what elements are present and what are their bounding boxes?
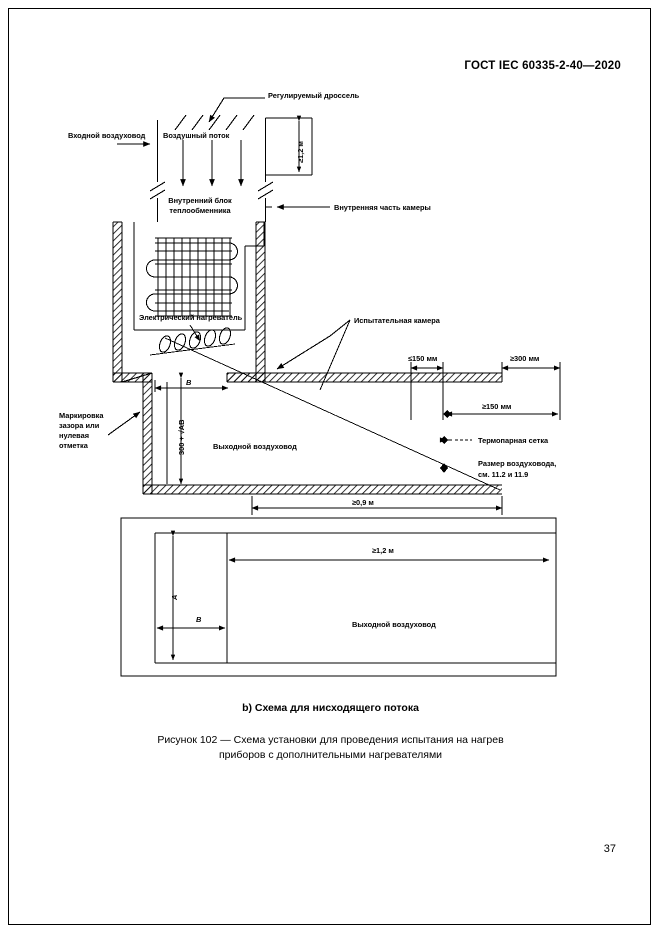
dimension-max-150mm: ≤150 мм xyxy=(408,354,438,363)
figure-caption: Рисунок 102 — Схема установки для провед… xyxy=(80,733,581,763)
figure-subtitle: b) Схема для нисходящего потока xyxy=(242,702,419,714)
label-gap-marking-line2: зазора или xyxy=(59,421,100,430)
dimension-min-150mm: ≥150 мм xyxy=(482,402,512,411)
label-air-flow: Воздушный поток xyxy=(163,131,230,140)
label-duct-size-line2: см. 11.2 и 11.9 xyxy=(478,470,529,479)
figure-caption-line1: Рисунок 102 — Схема установки для провед… xyxy=(157,734,504,746)
dimension-a-lower: А xyxy=(170,594,179,600)
label-electric-heater: Электрический нагреватель xyxy=(139,313,243,322)
label-gap-marking-line3: нулевая xyxy=(59,431,90,440)
label-outlet-duct: Выходной воздуховод xyxy=(213,442,297,451)
figure-caption-line2: приборов с дополнительными нагревателями xyxy=(218,749,443,761)
label-chamber-inner-part: Внутренняя часть камеры xyxy=(334,203,431,212)
label-test-chamber: Испытательная камера xyxy=(354,316,440,325)
page-number: 37 xyxy=(603,843,616,855)
dimension-min-0-9m: ≥0,9 м xyxy=(352,498,374,507)
dimension-300-plus-sqrt-ab: 300 + √AB xyxy=(177,419,186,456)
label-indoor-unit-line1: Внутренний блок xyxy=(168,196,232,205)
dimension-height-1-2m: ≥1,2 м xyxy=(296,141,305,163)
dimension-b-lower: В xyxy=(196,615,202,624)
label-inlet-duct: Входной воздуховод xyxy=(68,131,146,140)
label-thermocouple-grid: Термопарная сетка xyxy=(478,436,549,445)
dimension-min-1-2m: ≥1,2 м xyxy=(372,546,394,555)
label-outlet-duct-bottom: Выходной воздуховод xyxy=(352,620,436,629)
standard-header: ГОСТ IEC 60335-2-40—2020 xyxy=(464,60,621,72)
label-adjustable-damper: Регулируемый дроссель xyxy=(268,91,360,100)
dimension-min-300mm: ≥300 мм xyxy=(510,354,540,363)
label-gap-marking-line1: Маркировка xyxy=(59,411,104,420)
label-indoor-unit-line2: теплообменника xyxy=(169,206,231,215)
label-duct-size-line1: Размер воздуховода, xyxy=(478,459,557,468)
label-gap-marking-line4: отметка xyxy=(59,441,88,450)
dimension-b-upper: В xyxy=(186,378,192,387)
